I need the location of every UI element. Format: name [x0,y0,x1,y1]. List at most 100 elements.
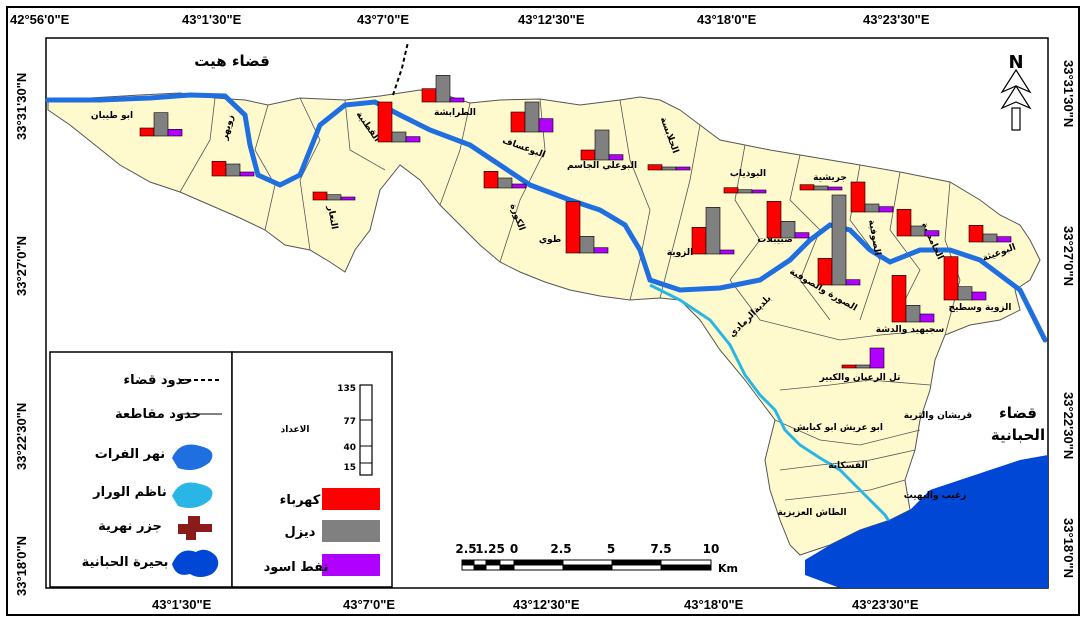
series-swatch-diesel [322,520,380,542]
series-swatch-electricity [322,488,380,510]
bar-mark [845,279,861,286]
bar-mark [647,164,663,171]
scale-label: 10 [703,542,720,556]
scale-label: 5 [607,542,615,556]
coord-top-2: 43°7'0"E [357,12,410,27]
bar-mark [705,207,721,255]
bar-mark [312,191,328,201]
region-label: الطاش العزيزية [777,508,846,518]
bar-mark [608,154,624,161]
region-label: النعار [325,204,339,230]
bar-mark [579,236,595,254]
region-label: قريشان والثرية [904,411,972,421]
scale-tick: 77 [343,417,356,427]
region-label: طوي [539,235,561,245]
bar-mark [511,183,527,189]
scale-label: 2.5 [455,542,476,556]
bar-mark [675,166,691,171]
bar-mark [691,227,707,255]
bar-mark [869,347,885,369]
bar-mark [827,186,843,191]
scale-unit: Km [718,562,738,575]
scale-tick: 40 [343,443,356,453]
bar-mark [225,163,241,177]
bar-mark [435,75,451,103]
bar-mark [580,149,596,161]
region-boundaries [179,97,961,501]
coord-top-4: 43°18'0"E [697,12,757,27]
bar-mark [905,305,921,323]
bar-mark [910,225,926,237]
legend-lake: بحيرة الحبانية [82,549,219,577]
coord-top-5: 43°23'30"E [863,12,930,27]
region-label: سجيهيد والدشة [876,325,945,335]
bar-mark [813,185,829,191]
bar-mark [766,201,782,239]
region-label: الطرابشة [434,108,476,118]
bar-mark [780,221,796,239]
district-boundary [392,41,409,96]
scale-bar: 2.5 1.25 0 2.5 5 7.5 10 Km [455,542,738,575]
bar-mark [799,184,815,191]
bar-mark [924,230,940,237]
bar-mark [864,203,880,213]
scale-label: 7.5 [650,542,671,556]
district-habbaniya-label-2: الحبانية [991,426,1045,444]
bar-mark [723,187,739,194]
coord-top-3: 43°12'30"E [518,12,585,27]
bar-mark [405,136,421,143]
series-label: كهرباء [280,493,321,508]
bar-mark [153,112,169,137]
bar-mark [896,209,912,237]
region-label: زغيب والبهيت [904,491,967,501]
legend-label: بحيرة الحبانية [82,555,169,570]
euphrates-swatch-icon [172,444,213,470]
legend-box [49,351,233,588]
bar-mark [996,236,1012,243]
legend-district-boundary: حدود قضاء [123,373,222,388]
bar-mark [510,111,526,133]
legend-euphrates: نهر الفرات [95,444,213,470]
bar-mark [831,194,847,286]
region-label: الزوية وسطيح [949,303,1012,313]
scale-label: 2.5 [550,542,571,556]
bar-mark [239,171,255,177]
north-arrow-icon: N [1000,52,1032,131]
bar-mark [391,131,407,143]
bar-mark [483,171,499,189]
coord-top-1: 43°1'30"E [182,12,242,27]
scale-tick: 15 [343,463,356,473]
warrar-swatch-icon [172,482,213,508]
series-swatch-fuel-oil [322,554,380,576]
lake-swatch-icon [172,549,219,577]
bar-mark [139,127,155,137]
legend-label: جزر نهرية [98,519,162,534]
region-label: جريشية [813,173,847,183]
legend-islands: جزر نهرية [98,516,212,540]
chart-scale-legend: الاعداد 135 77 40 15 [281,384,373,476]
region-label: الفسكانة [828,461,868,471]
bar-mark [594,129,610,161]
bar-mark [878,206,894,213]
region-bar-charts [139,75,1012,369]
bar-mark [661,166,677,171]
region-label: البوعلي الجاسم [567,161,637,171]
region-label: البوذياب [730,169,766,179]
legend-label: ناظم الورار [92,485,167,500]
legend-warrar: ناظم الورار [92,482,213,508]
coord-bottom-3: 43°18'0"E [684,597,744,612]
coord-top-0: 42°56'0"E [10,12,70,27]
bar-mark [794,232,810,239]
chart-scale-title: الاعداد [281,425,310,435]
bar-mark [565,201,581,254]
region-label: ابو عريش ابو كبابش [793,423,883,433]
bar-mark [968,225,984,243]
region-label: الزوية [667,248,694,258]
bar-mark [737,189,753,194]
map-inner-border [45,37,1049,589]
bar-mark [340,196,356,201]
bar-mark [957,286,973,301]
legend-label: حدود قضاء [123,373,192,388]
bar-mark [751,189,767,194]
